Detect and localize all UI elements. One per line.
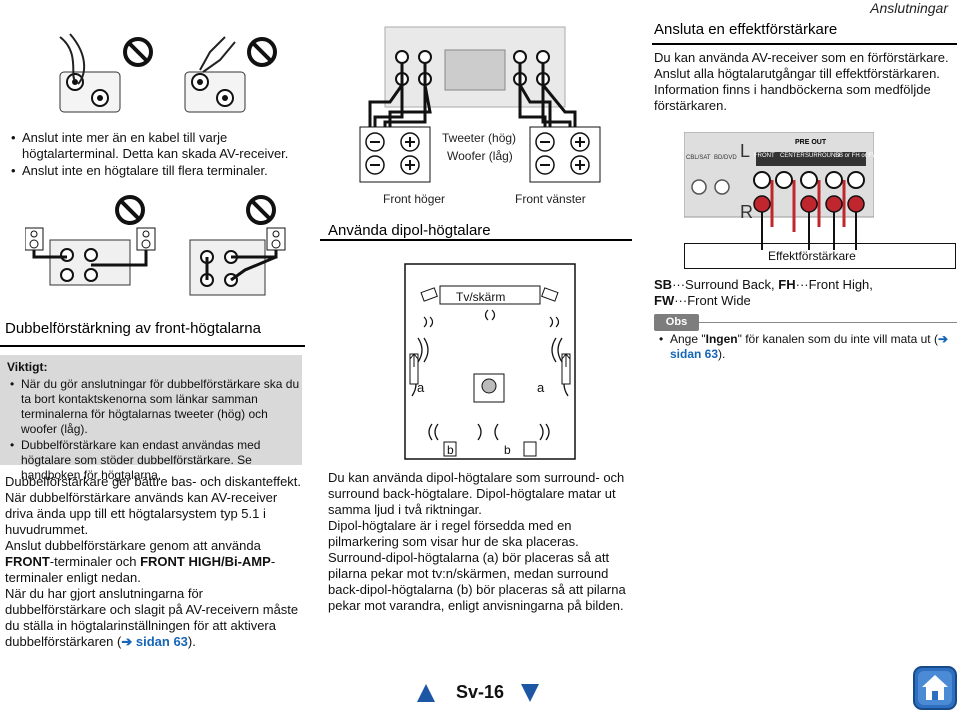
input-cbl-label: CBL/SAT <box>686 155 711 161</box>
paragraph: När du har gjort anslutningarna för dubb… <box>5 586 305 650</box>
text-run: Ange " <box>670 332 706 346</box>
woofer-label: Woofer (låg) <box>447 149 513 163</box>
note-rule <box>699 322 957 323</box>
section-rule <box>0 345 305 347</box>
channel-l-label: L <box>740 141 751 161</box>
paragraph: Anslut dubbelförstärkare genom att använ… <box>5 538 305 586</box>
speaker-icon <box>136 227 156 251</box>
effect-amp-body: Du kan använda AV-receiver som en förför… <box>654 50 949 113</box>
home-icon[interactable] <box>913 666 957 710</box>
input-bd-label: BD/DVD <box>714 155 737 161</box>
important-item: Dubbelförstärkare kan endast användas me… <box>10 438 306 483</box>
surround-label-a: a <box>537 380 545 395</box>
page-number: Sv-16 <box>456 682 505 702</box>
legend-value: ···Front Wide <box>674 293 751 308</box>
legend-key: SB <box>654 277 673 292</box>
dipole-title: Använda dipol-högtalare <box>328 222 491 239</box>
dipole-layout-diagram <box>404 263 576 460</box>
text-run: " för kanalen som du inte vill mata ut ( <box>737 332 938 346</box>
col-front-label: FRONT <box>754 153 775 159</box>
surround-label-a: a <box>417 380 425 395</box>
page-link[interactable]: sidan 63 <box>670 347 719 361</box>
emphasis: Ingen <box>705 332 738 346</box>
arrow-icon: ➔ <box>121 634 133 649</box>
paragraph: Dubbelförstärkare ger bättre bas- och di… <box>5 474 302 489</box>
terminal-label: FRONT <box>5 554 50 569</box>
terminal-label: FRONT HIGH/Bi-AMP <box>140 554 271 569</box>
channel-r-label: R <box>740 202 753 222</box>
biamp-title: Dubbelförstärkning av front-högtalarna <box>5 320 261 337</box>
legend-key: FW <box>654 293 675 308</box>
section-rule <box>320 239 632 241</box>
col-surround-label: SURROUND <box>805 153 840 159</box>
text-run: ). <box>718 347 726 361</box>
text-run: När du har gjort anslutningarna för dubb… <box>5 586 299 649</box>
previous-page-icon[interactable] <box>416 683 436 703</box>
section-header: Anslutningar <box>870 0 948 16</box>
text-run: ). <box>187 634 196 649</box>
channel-legend: SB···Surround Back, FH···Front High, FW·… <box>654 277 954 309</box>
section-rule <box>652 43 957 45</box>
power-amp-box: Effektförstärkare <box>684 243 956 269</box>
col-sb-label: SB or FH or FW <box>835 153 878 159</box>
screen-label: Tv/skärm <box>456 290 506 304</box>
paragraph: Dipol-högtalare är i regel försedda med … <box>328 518 626 613</box>
biamp-wiring-diagram <box>359 26 601 183</box>
effect-amp-title: Ansluta en effektförstärkare <box>654 21 838 38</box>
screen-box <box>439 285 541 305</box>
warning-list: Anslut inte mer än en kabel till varje h… <box>8 130 298 180</box>
text-run: Anslut dubbelförstärkare genom att använ… <box>5 538 261 553</box>
legend-value: ···Front High, <box>795 277 873 292</box>
legend-key: FH <box>778 277 796 292</box>
important-title: Viktigt: <box>7 360 48 374</box>
important-box: Viktigt: När du gör anslutningar för dub… <box>0 355 302 482</box>
front-left-label: Front vänster <box>515 192 586 206</box>
important-item: När du gör anslutningar för dubbelförstä… <box>10 377 306 437</box>
prohibited-icon <box>247 37 277 67</box>
warning-item: Anslut inte mer än en kabel till varje h… <box>11 130 298 162</box>
paragraph: När dubbelförstärkare används kan AV-rec… <box>5 490 278 537</box>
prohibited-icon <box>115 195 145 225</box>
note-list: Ange "Ingen" för kanalen som du inte vil… <box>656 332 960 363</box>
next-page-icon[interactable] <box>520 683 540 703</box>
page-link[interactable]: sidan 63 <box>135 634 188 649</box>
tweeter-label: Tweeter (hög) <box>442 131 517 145</box>
text-run: -terminaler enligt nedan. <box>5 554 276 585</box>
prohibited-icon <box>246 195 276 225</box>
warning-item: Anslut inte en högtalare till flera term… <box>11 163 298 179</box>
pre-out-label: PRE OUT <box>795 139 827 146</box>
listener-icon <box>473 373 505 403</box>
wrong-wiring-illustration-bottom <box>25 195 286 296</box>
power-amp-label: Effektförstärkare <box>768 249 856 263</box>
biamp-body: Dubbelförstärkare ger bättre bas- och di… <box>5 474 305 650</box>
legend-value: ···Surround Back, <box>672 277 779 292</box>
speaker-icon <box>25 227 44 251</box>
prohibited-icon <box>123 37 153 67</box>
paragraph: Du kan använda dipol-högtalare som surro… <box>328 470 625 517</box>
surround-back-label-b: b <box>447 443 454 457</box>
pre-out-panel-diagram <box>684 132 874 250</box>
col-center-label: CENTER <box>780 153 805 159</box>
speaker-icon <box>266 227 286 251</box>
text-run: -terminaler och <box>49 554 141 569</box>
wrong-wiring-illustration-top <box>59 33 277 113</box>
surround-back-label-b: b <box>504 443 511 457</box>
arrow-icon: ➔ <box>937 332 949 346</box>
note-badge: Obs <box>654 314 699 331</box>
front-right-label: Front höger <box>383 192 446 206</box>
dipole-body: Du kan använda dipol-högtalare som surro… <box>328 470 628 614</box>
note-item: Ange "Ingen" för kanalen som du inte vil… <box>659 332 960 362</box>
